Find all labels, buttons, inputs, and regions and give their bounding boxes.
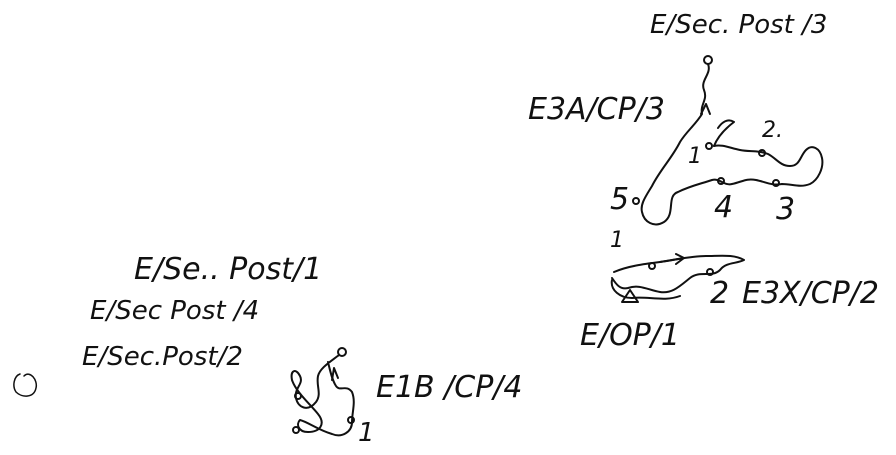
route-e3a-line (640, 63, 824, 226)
route-e3a-point-2 (758, 149, 766, 157)
route-e1b-line (290, 354, 355, 437)
label-num-1-right: 1 (688, 144, 702, 169)
route-e3x (610, 253, 745, 303)
label-sec-post-2: E/Sec.Post/2 (82, 342, 243, 372)
route-e1b (290, 347, 355, 437)
label-sec-post-1: E/Se.. Post/1 (134, 252, 323, 287)
route-e3x-lower (610, 279, 681, 300)
label-num-2-bottom: 2 (710, 276, 730, 311)
label-e3x-cp-2: E3X/CP/2 (742, 276, 879, 311)
circle-squiggle (13, 373, 38, 397)
label-sec-post-3: E/Sec. Post /3 (650, 10, 828, 40)
label-num-3: 3 (776, 192, 796, 227)
route-e3a-branch (713, 119, 735, 147)
route-e3a (632, 55, 824, 226)
label-e-op-1: E/OP/1 (580, 318, 680, 353)
route-e1b-point-c (347, 416, 355, 424)
sec-post-3-marker (703, 55, 713, 65)
op-1-triangle (621, 289, 639, 303)
route-e3x-point-a (648, 262, 656, 270)
route-e3a-point-5 (632, 197, 640, 205)
label-e1b-cp-4: E1B /CP/4 (376, 370, 523, 405)
route-e3x-point-b (706, 268, 714, 276)
route-e3a-point-3 (772, 179, 780, 187)
route-e3a-point-4 (717, 177, 725, 185)
label-num-4: 4 (714, 190, 734, 225)
label-num-1-mid: 1 (610, 228, 624, 253)
label-e3a-cp-3: E3A/CP/3 (528, 92, 665, 127)
sec-post-2-marker (337, 347, 347, 357)
route-e3x-arrow (659, 253, 685, 265)
arrow-e3a (700, 103, 711, 115)
route-e1b-point-b (292, 426, 300, 434)
label-num-1-bottom: 1 (358, 418, 375, 448)
label-num-2-top: 2. (762, 118, 783, 143)
label-num-5: 5 (610, 182, 630, 217)
route-e1b-point-a (294, 392, 302, 400)
route-e3a-point-1 (705, 142, 713, 150)
arrow-e1b (331, 367, 339, 381)
label-sec-post-4: E/Sec Post /4 (90, 296, 260, 326)
